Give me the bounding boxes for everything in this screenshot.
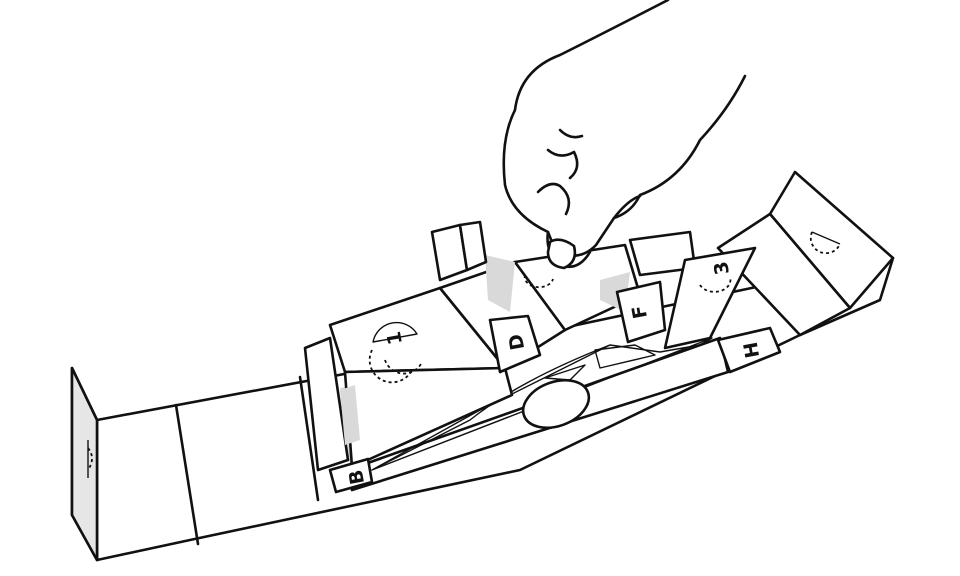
tab-f	[615, 280, 667, 344]
cabin-boxes	[303, 220, 697, 472]
label-d: D	[505, 332, 529, 351]
label-b: B	[345, 468, 369, 486]
tab-3	[663, 246, 757, 350]
label-3: 3	[710, 260, 734, 277]
tab-b	[328, 457, 374, 494]
tab-d	[488, 314, 542, 374]
hand-illustration	[502, 0, 747, 270]
left-end-flap	[70, 366, 99, 562]
label-f: F	[628, 304, 652, 321]
right-end-box	[716, 170, 895, 337]
label-h: H	[740, 340, 764, 359]
label-1: 1	[383, 330, 407, 347]
tabs	[328, 246, 782, 494]
tab-h	[716, 326, 782, 374]
